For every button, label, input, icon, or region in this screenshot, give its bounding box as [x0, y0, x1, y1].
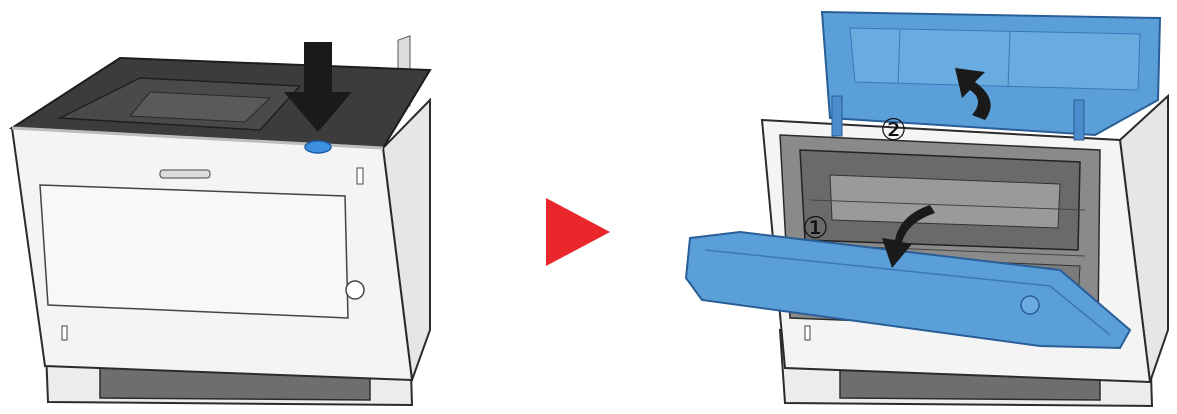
front-round-button: [346, 281, 364, 299]
front-cover-panel: [40, 185, 348, 318]
printer-closed: [12, 36, 430, 405]
tray-indicator-open: [805, 326, 810, 340]
cover-hinge-right: [1074, 100, 1084, 140]
output-tray-groove: [130, 92, 270, 122]
top-cover-inner-panel: [850, 28, 1140, 90]
front-handle: [160, 170, 210, 178]
front-indicator: [357, 168, 363, 184]
printer-open: ① ②: [686, 12, 1168, 406]
front-cover-round-button: [1021, 296, 1039, 314]
play-triangle-icon: [546, 198, 610, 266]
step-1-label: ①: [802, 212, 829, 245]
cover-hinge-left: [832, 96, 842, 136]
tray-indicator: [62, 326, 67, 340]
step-2-label: ②: [880, 114, 907, 147]
cover-release-button: [305, 141, 331, 153]
